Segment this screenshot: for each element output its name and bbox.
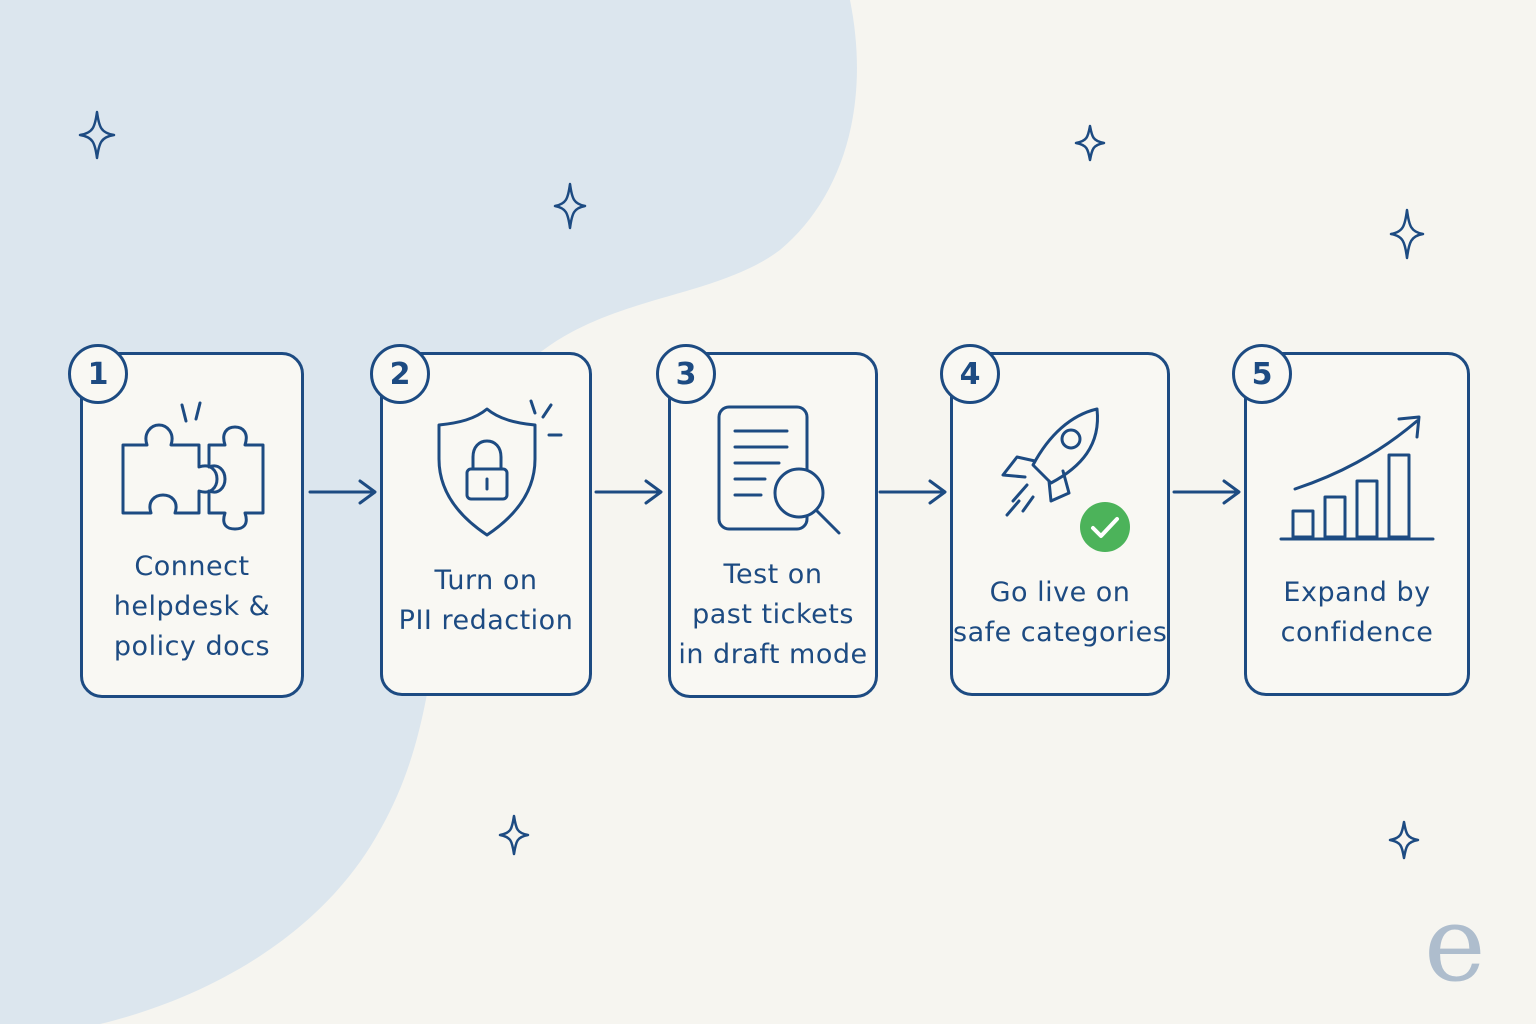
arrow-right-icon (1172, 479, 1241, 505)
growth-chart-icon (1277, 411, 1437, 547)
step-card-2: Turn on PII redaction (380, 352, 592, 696)
step-label-2: Turn on PII redaction (398, 565, 574, 636)
step-label-5: Expand by confidence (1280, 577, 1434, 648)
arrow-right-icon (878, 479, 947, 505)
step-number-badge-3: 3 (656, 344, 716, 404)
sparkle-icon (78, 110, 116, 160)
step-label-4: Go live on safe categories (953, 577, 1168, 648)
sparkle-icon (1388, 820, 1420, 860)
step-label-3: Test on past tickets in draft mode (678, 559, 868, 670)
brand-logo: e (1424, 883, 1486, 1005)
rocket-icon (989, 405, 1109, 535)
document-search-icon (717, 405, 845, 541)
step-card-4: Go live on safe categories (950, 352, 1170, 696)
sparkle-icon (1389, 208, 1425, 260)
step-card-1: Connect helpdesk & policy docs (80, 352, 304, 698)
sparkle-icon (1074, 124, 1106, 162)
check-circle-icon (1080, 502, 1130, 552)
arrow-right-icon (594, 479, 663, 505)
shield-lock-icon (435, 399, 567, 539)
puzzle-icon (117, 401, 269, 531)
step-number-badge-5: 5 (1232, 344, 1292, 404)
step-card-3: Test on past tickets in draft mode (668, 352, 878, 698)
step-number-badge-4: 4 (940, 344, 1000, 404)
step-number-badge-1: 1 (68, 344, 128, 404)
step-number-badge-2: 2 (370, 344, 430, 404)
sparkle-icon (553, 182, 587, 230)
step-label-1: Connect helpdesk & policy docs (113, 551, 271, 662)
arrow-right-icon (308, 479, 377, 505)
sparkle-icon (498, 814, 530, 856)
step-card-5: Expand by confidence (1244, 352, 1470, 696)
